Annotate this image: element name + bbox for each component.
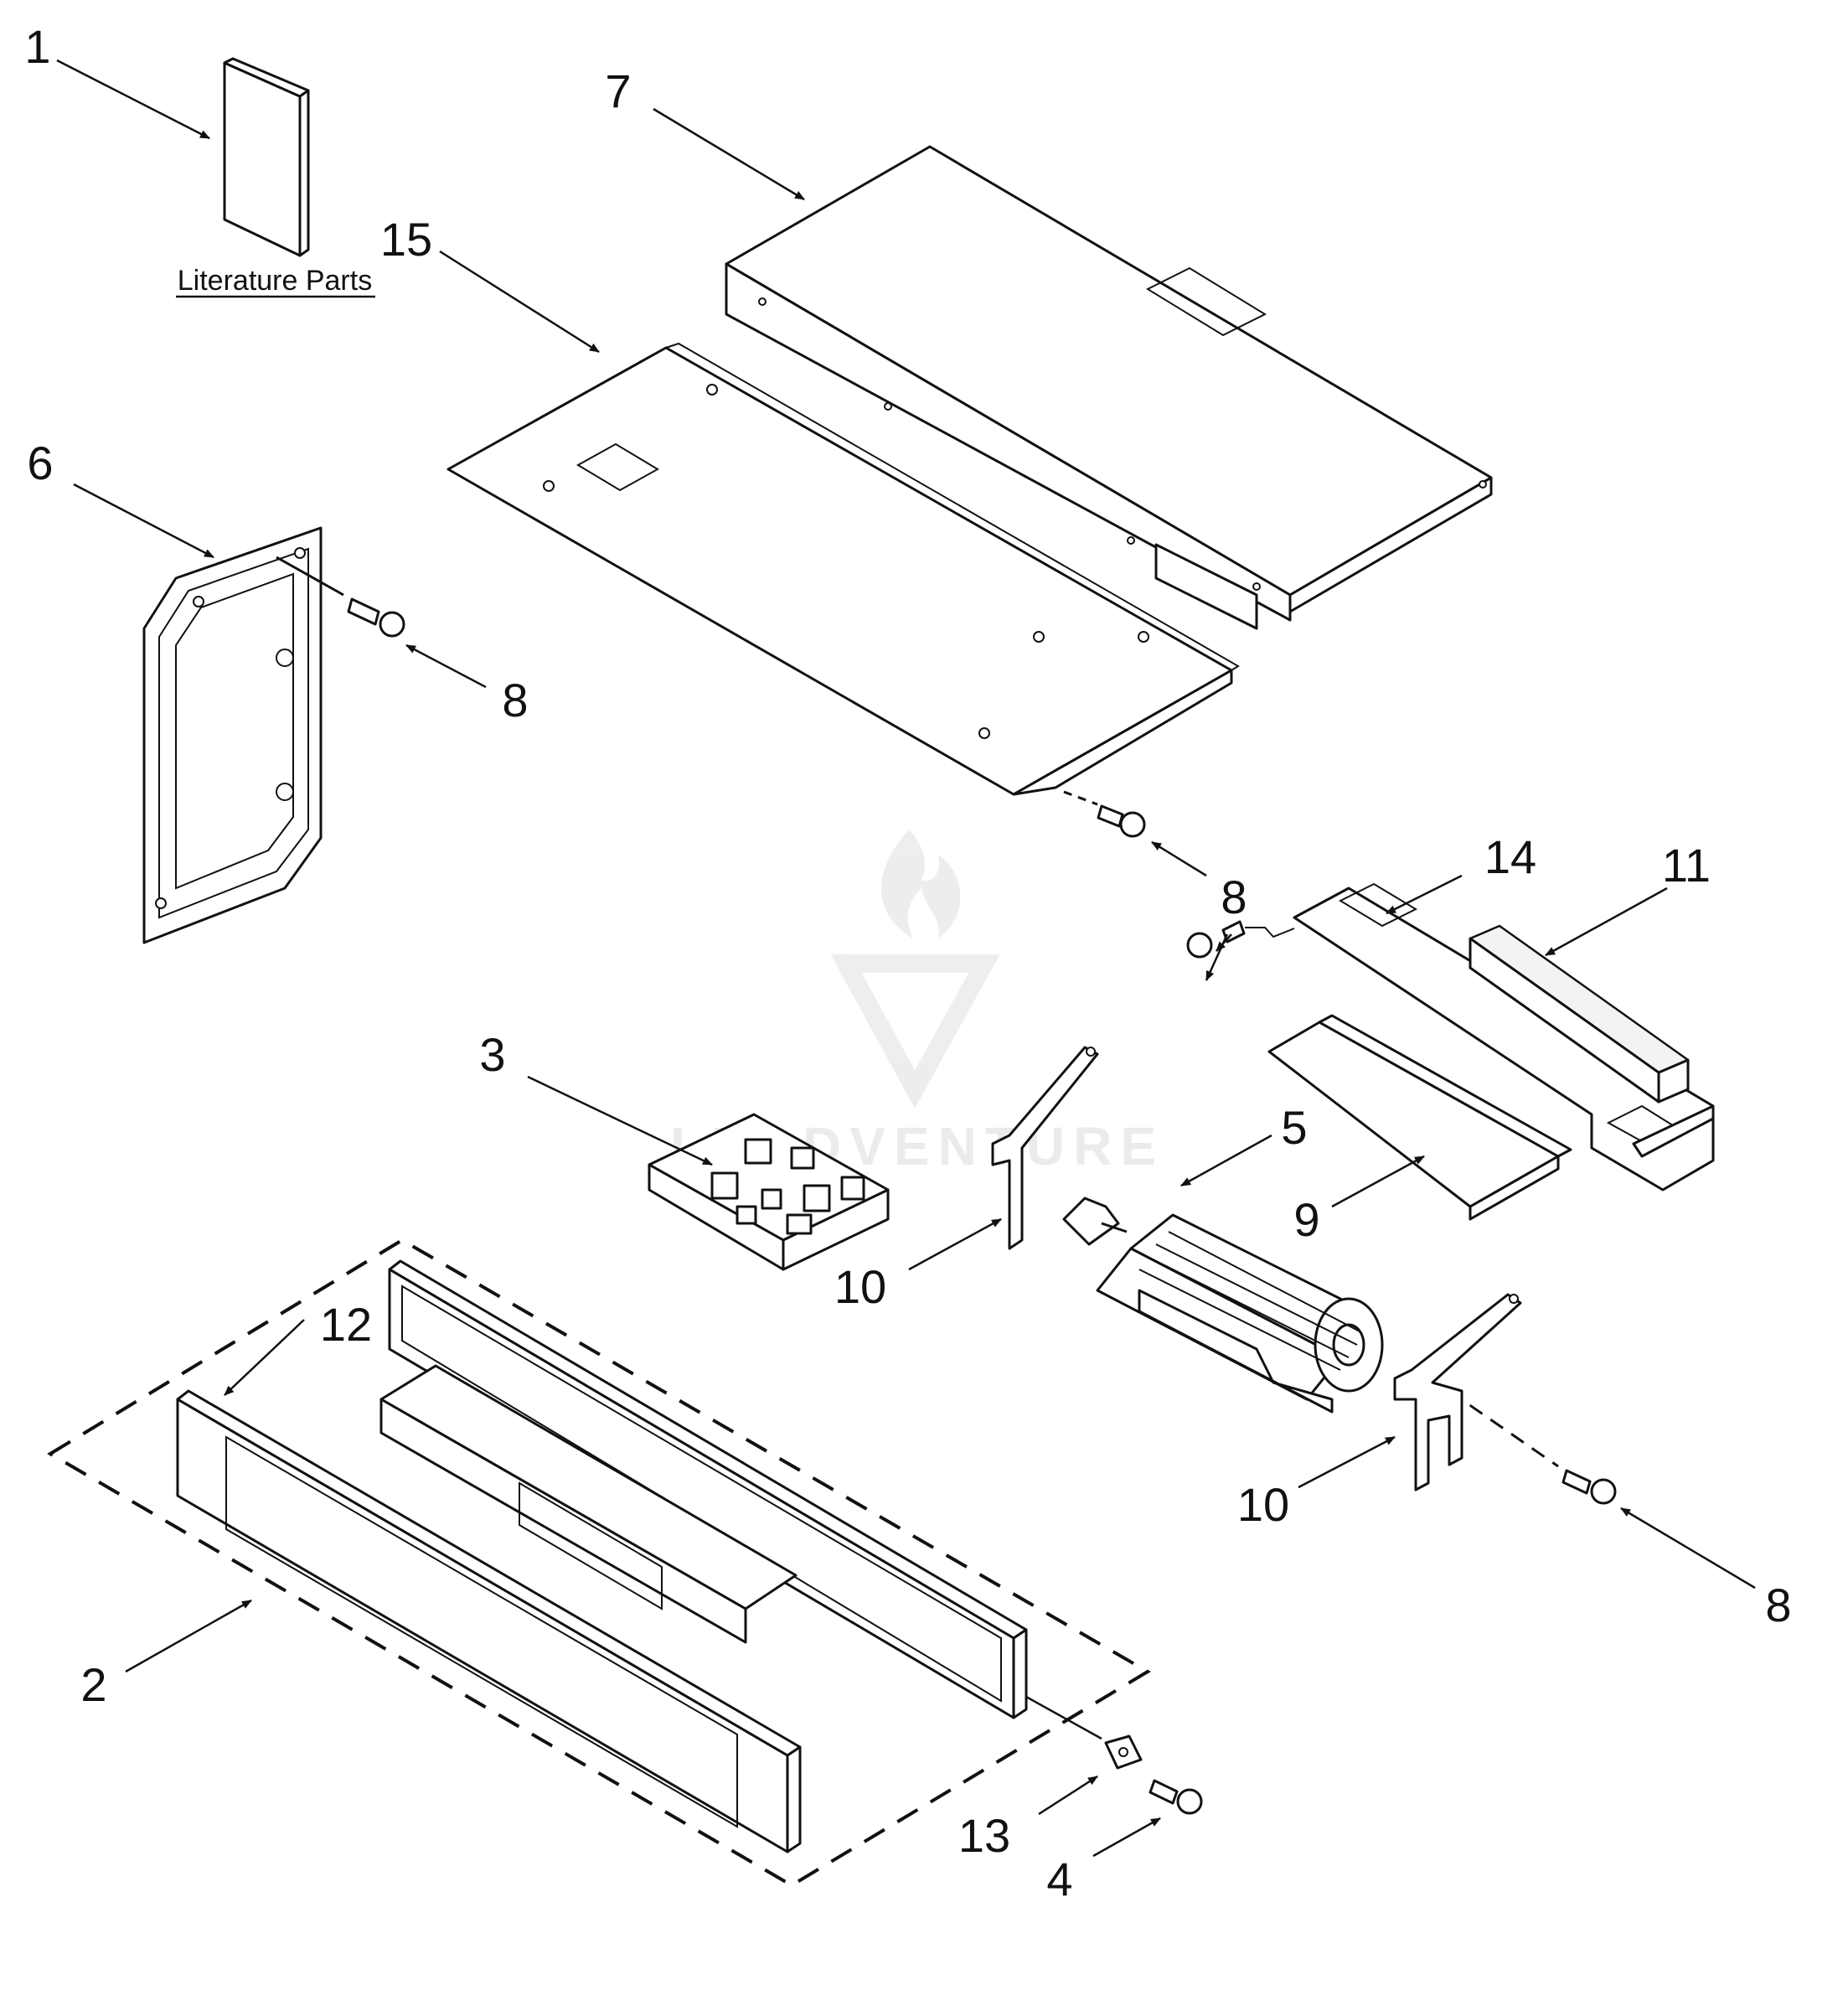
part-2-console-glass: [176, 1389, 802, 1853]
callout-3: 3: [479, 1028, 505, 1081]
callout-1: 1: [24, 20, 50, 73]
part-15-shield-panel: [447, 342, 1240, 796]
callout-leaders: [56, 59, 1756, 1858]
screw-4: [1149, 1779, 1203, 1815]
callout-12: 12: [320, 1298, 372, 1351]
part-14-bracket: [1293, 882, 1715, 1192]
part-13-nut: [1104, 1734, 1143, 1770]
part-12-panel-frame: [388, 1259, 1028, 1719]
callout-8-fan: 8: [1765, 1579, 1791, 1631]
callout-14: 14: [1484, 830, 1536, 883]
watermark-v-icon: [830, 954, 1000, 1109]
screw-8c: [1186, 920, 1295, 959]
callout-11: 11: [1662, 839, 1711, 892]
callout-4: 4: [1046, 1853, 1072, 1905]
part-7-top-cover: [725, 145, 1493, 630]
screw-8d: [1448, 1389, 1617, 1505]
callout-10-right: 10: [1237, 1478, 1289, 1531]
watermark-flame-icon: [880, 830, 961, 938]
callout-10-left: 10: [834, 1260, 886, 1313]
part-1-literature-booklet: [223, 57, 310, 257]
part-10-bracket-b: [1393, 1293, 1522, 1491]
callout-9: 9: [1293, 1193, 1319, 1246]
screw-8a: [276, 556, 405, 638]
callout-7: 7: [605, 65, 631, 117]
part-10-bracket-a: [991, 1046, 1099, 1250]
callout-2: 2: [80, 1658, 106, 1711]
assembly-2-dashed-outline: [47, 1238, 1151, 1888]
callout-8-panel: 8: [1221, 871, 1247, 923]
part-6-side-panel: [142, 526, 323, 944]
part-11-insulation-strip: [1469, 924, 1690, 1104]
screw-8b: [1063, 790, 1146, 838]
part-9-baffle: [1267, 1014, 1572, 1221]
part-5-fan: [1062, 1197, 1384, 1414]
callout-8-side: 8: [502, 674, 528, 726]
callout-5: 5: [1281, 1101, 1307, 1154]
part-12-keypad-overlay: [379, 1364, 798, 1644]
callout-6: 6: [27, 437, 53, 489]
callout-13: 13: [958, 1809, 1010, 1862]
literature-parts-label: Literature Parts: [178, 265, 372, 297]
callout-15: 15: [380, 213, 432, 266]
part-3-control-board: [648, 1113, 890, 1271]
